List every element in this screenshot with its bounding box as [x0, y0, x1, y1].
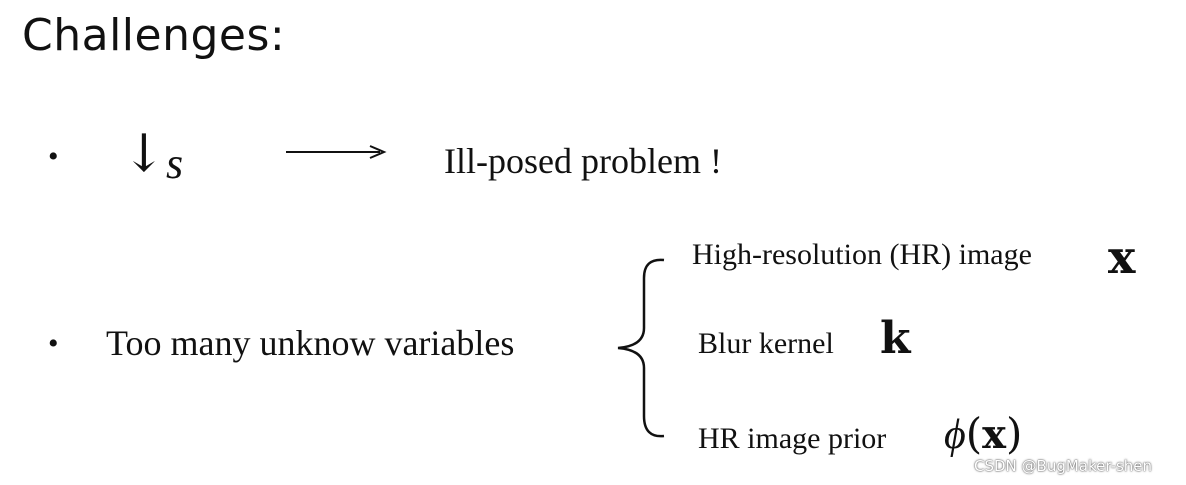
unknown-variables-text: Too many unknow variables: [106, 323, 515, 363]
hr-image-label: High-resolution (HR) image: [692, 238, 1032, 271]
hr-prior-label: HR image prior: [698, 422, 887, 455]
bullet-1: •: [48, 140, 59, 173]
downsample-arrow-icon: ↓: [122, 124, 166, 184]
curly-brace-icon: [617, 258, 665, 438]
hr-image-symbol: x: [1108, 230, 1136, 284]
ill-posed-text: Ill-posed problem !: [444, 141, 722, 181]
hr-prior-symbol: ϕ(x): [944, 409, 1022, 459]
prior-argument-symbol: x: [982, 411, 1006, 458]
open-paren: (: [965, 409, 983, 458]
watermark: CSDN @BugMaker-shen: [974, 457, 1153, 475]
slide-title: Challenges:: [22, 10, 286, 61]
downsample-subscript: s: [166, 139, 184, 188]
blur-kernel-symbol: k: [880, 313, 911, 364]
bullet-2: •: [48, 327, 59, 360]
right-arrow-icon: [286, 145, 387, 159]
blur-kernel-label: Blur kernel: [698, 327, 834, 360]
close-paren: ): [1006, 409, 1023, 458]
phi-symbol: ϕ: [944, 412, 966, 458]
